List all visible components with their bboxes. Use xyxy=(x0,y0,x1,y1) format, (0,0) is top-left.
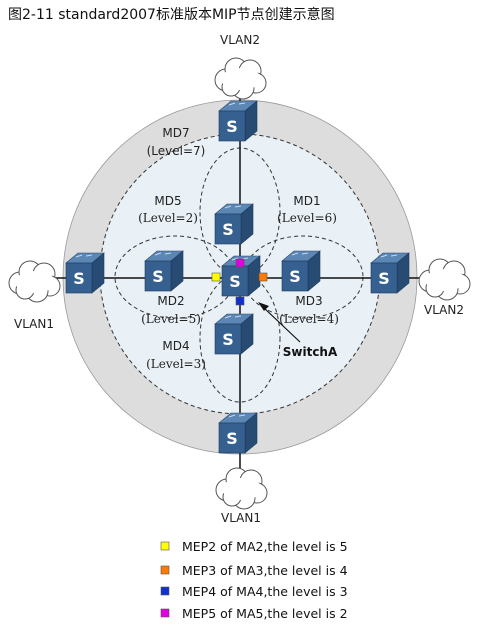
legend-item-mep5: MEP5 of MA5,the level is 2 xyxy=(182,606,348,621)
md7-name: MD7 xyxy=(162,126,189,140)
switcha-arrow xyxy=(262,306,301,343)
cloud-icon xyxy=(8,260,61,303)
md5-level: (Level=2) xyxy=(138,211,198,225)
legend-swatch-mep2 xyxy=(160,541,170,551)
md4-name: MD4 xyxy=(162,339,189,353)
vlan-label-bottom: VLAN1 xyxy=(221,511,261,525)
figure-title: 图2-11 standard2007标准版本MIP节点创建示意图 xyxy=(8,7,335,23)
legend-item-mep2: MEP2 of MA2,the level is 5 xyxy=(182,539,348,554)
mep3-marker xyxy=(258,272,268,282)
legend-item-mep3: MEP3 of MA3,the level is 4 xyxy=(182,563,348,578)
vlan-label-top: VLAN2 xyxy=(220,33,260,47)
md3-name: MD3 xyxy=(295,294,322,308)
md7-level: (Level=7) xyxy=(147,144,206,158)
legend: MEP2 of MA2,the level is 5 MEP3 of MA3,t… xyxy=(160,539,348,621)
cloud-icon xyxy=(418,258,471,301)
switcha-label: SwitchA xyxy=(283,345,338,359)
md1-level: (Level=6) xyxy=(277,211,337,225)
mep4-marker xyxy=(235,296,245,306)
mep5-marker xyxy=(235,258,245,268)
md5-name: MD5 xyxy=(154,194,181,208)
switch-icon xyxy=(65,252,105,294)
switch-icon xyxy=(218,412,258,454)
mep2-marker xyxy=(211,272,221,282)
switch-icon xyxy=(218,100,258,142)
legend-swatch-mep5 xyxy=(160,608,170,618)
legend-swatch-mep4 xyxy=(160,586,170,596)
switch-icon xyxy=(281,250,321,292)
md2-level: (Level=5) xyxy=(141,312,201,326)
vlan-label-left: VLAN1 xyxy=(14,317,54,331)
vlan-label-right: VLAN2 xyxy=(424,303,464,317)
switch-icon xyxy=(370,252,410,294)
md3-domain xyxy=(242,235,364,319)
arrow-head-icon xyxy=(258,302,269,311)
cloud-icon xyxy=(215,467,268,510)
switch-icon xyxy=(214,203,254,245)
switch-icon xyxy=(214,313,254,355)
md3-level: (Level=4) xyxy=(279,312,339,326)
md4-level: (Level=3) xyxy=(146,357,206,371)
legend-swatch-mep3 xyxy=(160,565,170,575)
switch-icon xyxy=(144,250,184,292)
cloud-icon xyxy=(214,57,267,100)
legend-item-mep4: MEP4 of MA4,the level is 3 xyxy=(182,584,348,599)
md2-name: MD2 xyxy=(157,294,184,308)
md1-name: MD1 xyxy=(293,194,320,208)
